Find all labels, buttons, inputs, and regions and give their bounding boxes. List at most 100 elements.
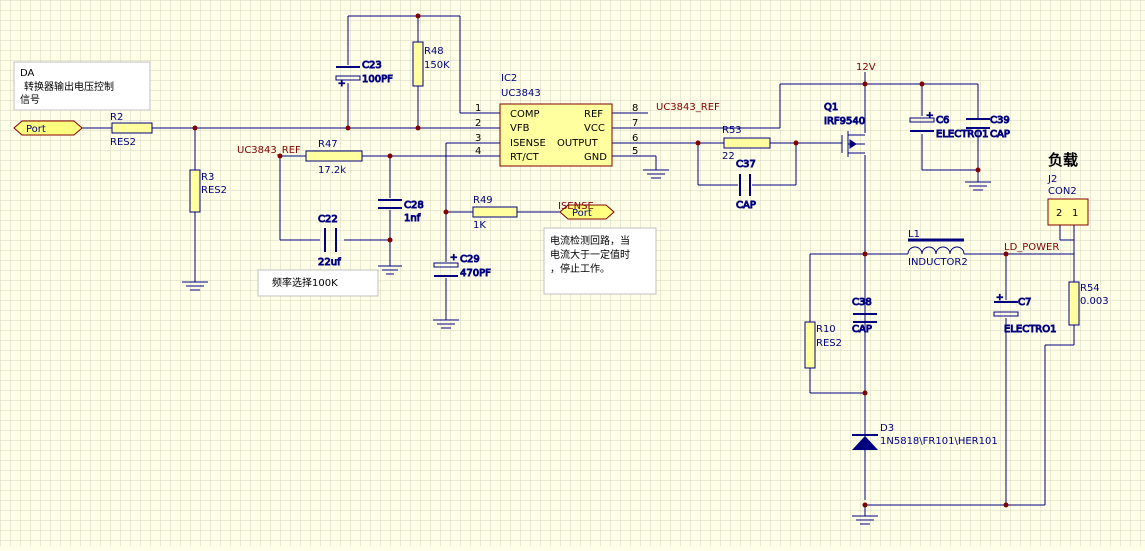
port-left-label: Port (26, 124, 46, 135)
resistor-r48[interactable]: R48 150K (412, 41, 450, 87)
d3-ref: D3 (880, 423, 894, 434)
resistor-r3[interactable]: R3 RES2 (189, 169, 227, 213)
note-isense-line1: 电流检测回路，当 (550, 234, 630, 247)
note-da-title: DA (20, 68, 35, 79)
note-isense: 电流检测回路，当 电流大于一定值时 ，停止工作。 (543, 227, 657, 295)
r53-ref: R53 (722, 125, 742, 136)
ic2-designator: IC2 (501, 73, 517, 84)
ground-c28 (378, 265, 402, 275)
ic2-pin6-name: OUTPUT (557, 138, 599, 149)
c23-ref: C23 (362, 60, 382, 71)
port-isense-label: Port (572, 208, 592, 219)
ic2-pin1-num: 1 (475, 103, 481, 114)
c29-ref: C29 (460, 254, 480, 265)
svg-text:+: + (338, 79, 346, 89)
ic2-pin3-name: ISENSE (510, 138, 546, 149)
net-ld-power: LD_POWER (1004, 242, 1059, 253)
ic2-pin2-name: VFB (510, 123, 530, 134)
net-uc3843-ref-left: UC3843_REF (237, 145, 301, 156)
c28-ref: C28 (404, 200, 424, 211)
ic2-pin5-name: GND (584, 152, 607, 163)
c37-ref: C37 (736, 159, 756, 170)
c39-ref: C39 (990, 115, 1010, 126)
j2-ref: J2 (1047, 174, 1057, 185)
note-load: 负载 (1048, 151, 1078, 169)
diode-d3[interactable]: D3 1N5818\FR101\HER101 (852, 423, 998, 450)
ic2-pin2-num: 2 (475, 118, 481, 129)
svg-text:+: + (450, 253, 458, 263)
capacitor-c39[interactable]: C39 CAP (966, 115, 1010, 141)
j2-pin2: 2 (1056, 208, 1062, 219)
c7-val: ELECTRO1 (1004, 324, 1056, 335)
mosfet-q1[interactable]: Q1 IRF9540 (824, 102, 866, 157)
c6-val: ELECTRO1 (936, 129, 988, 140)
c7-ref: C7 (1018, 297, 1031, 308)
capacitor-c6[interactable]: + C6 ELECTRO1 (909, 111, 989, 141)
ic2-uc3843[interactable]: IC2 UC3843 1 2 3 4 COMP VFB ISENSE RT/CT… (470, 73, 638, 167)
q1-ref: Q1 (824, 102, 838, 113)
ground-caps (965, 181, 991, 191)
port-isense[interactable]: Port (559, 204, 615, 220)
junctions (192, 13, 1009, 508)
note-freq-text: 频率选择100K (272, 276, 338, 289)
c6-ref: C6 (936, 115, 949, 126)
capacitor-c37[interactable]: C37 CAP (736, 159, 757, 212)
l1-val: INDUCTOR2 (908, 257, 968, 268)
ic2-pin7-num: 7 (632, 118, 638, 129)
c39-val: CAP (990, 129, 1010, 140)
ic2-pin6-num: 6 (632, 133, 638, 144)
resistor-r53[interactable]: R53 22 (722, 125, 771, 162)
ground-main (852, 515, 878, 525)
r47-val: 17.2k (318, 165, 346, 176)
wires (80, 15, 1075, 516)
ground-c29 (433, 319, 459, 329)
resistor-r47[interactable]: R47 17.2k (305, 139, 363, 176)
capacitor-c7[interactable]: + C7 ELECTRO1 (993, 293, 1057, 336)
svg-text:+: + (996, 293, 1004, 303)
connector-j2[interactable]: J2 CON2 2 1 (1047, 174, 1089, 226)
c23-val: 100PF (362, 74, 393, 85)
r49-val: 1K (473, 220, 486, 231)
resistor-r10[interactable]: R10 RES2 (804, 321, 842, 369)
ic2-pin8-num: 8 (632, 103, 638, 114)
c37-val: CAP (736, 200, 756, 211)
inductor-l1[interactable]: L1 INDUCTOR2 (907, 229, 968, 268)
ground-ic (643, 169, 669, 179)
r3-ref: R3 (201, 172, 214, 183)
r54-ref: R54 (1080, 283, 1100, 294)
r10-ref: R10 (816, 324, 836, 335)
capacitor-c23[interactable]: + C23 100PF (335, 60, 394, 90)
resistor-r49[interactable]: R49 1K (472, 195, 518, 231)
r2-ref: R2 (110, 112, 123, 123)
capacitor-c29[interactable]: + C29 470PF (433, 253, 492, 280)
net-12v: 12V (856, 62, 876, 73)
ic2-pin4-num: 4 (475, 146, 481, 157)
capacitor-c38[interactable]: C38 CAP (852, 297, 877, 336)
j2-val: CON2 (1048, 186, 1077, 197)
resistor-r54[interactable]: R54 0.003 (1068, 281, 1109, 326)
capacitor-c28[interactable]: C28 1nf (378, 199, 424, 225)
note-da: DA 转换器输出电压控制 信号 (13, 61, 151, 111)
ic2-pin3-num: 3 (475, 133, 481, 144)
net-isense: ISENSE (558, 201, 594, 212)
q1-val: IRF9540 (824, 116, 865, 127)
c22-val: 22uf (318, 257, 341, 268)
ic2-pin1-name: COMP (510, 109, 540, 120)
r2-val: RES2 (110, 137, 136, 148)
r10-val: RES2 (816, 338, 842, 349)
r54-val: 0.003 (1080, 296, 1109, 307)
resistor-r2[interactable]: R2 RES2 (110, 112, 153, 148)
ic2-pin4-name: RT/CT (510, 152, 540, 163)
svg-text:+: + (926, 111, 934, 121)
note-isense-line3: ，停止工作。 (550, 262, 610, 275)
ic2-part: UC3843 (501, 88, 541, 99)
ic2-pin8-name: REF (584, 109, 603, 120)
port-left[interactable]: Port (13, 120, 83, 136)
ic2-pin7-name: VCC (584, 123, 605, 134)
capacitor-c22[interactable]: C22 22uf (318, 214, 342, 269)
c29-val: 470PF (460, 268, 491, 279)
r47-ref: R47 (318, 139, 338, 150)
net-uc3843-ref-right: UC3843_REF (656, 102, 720, 113)
